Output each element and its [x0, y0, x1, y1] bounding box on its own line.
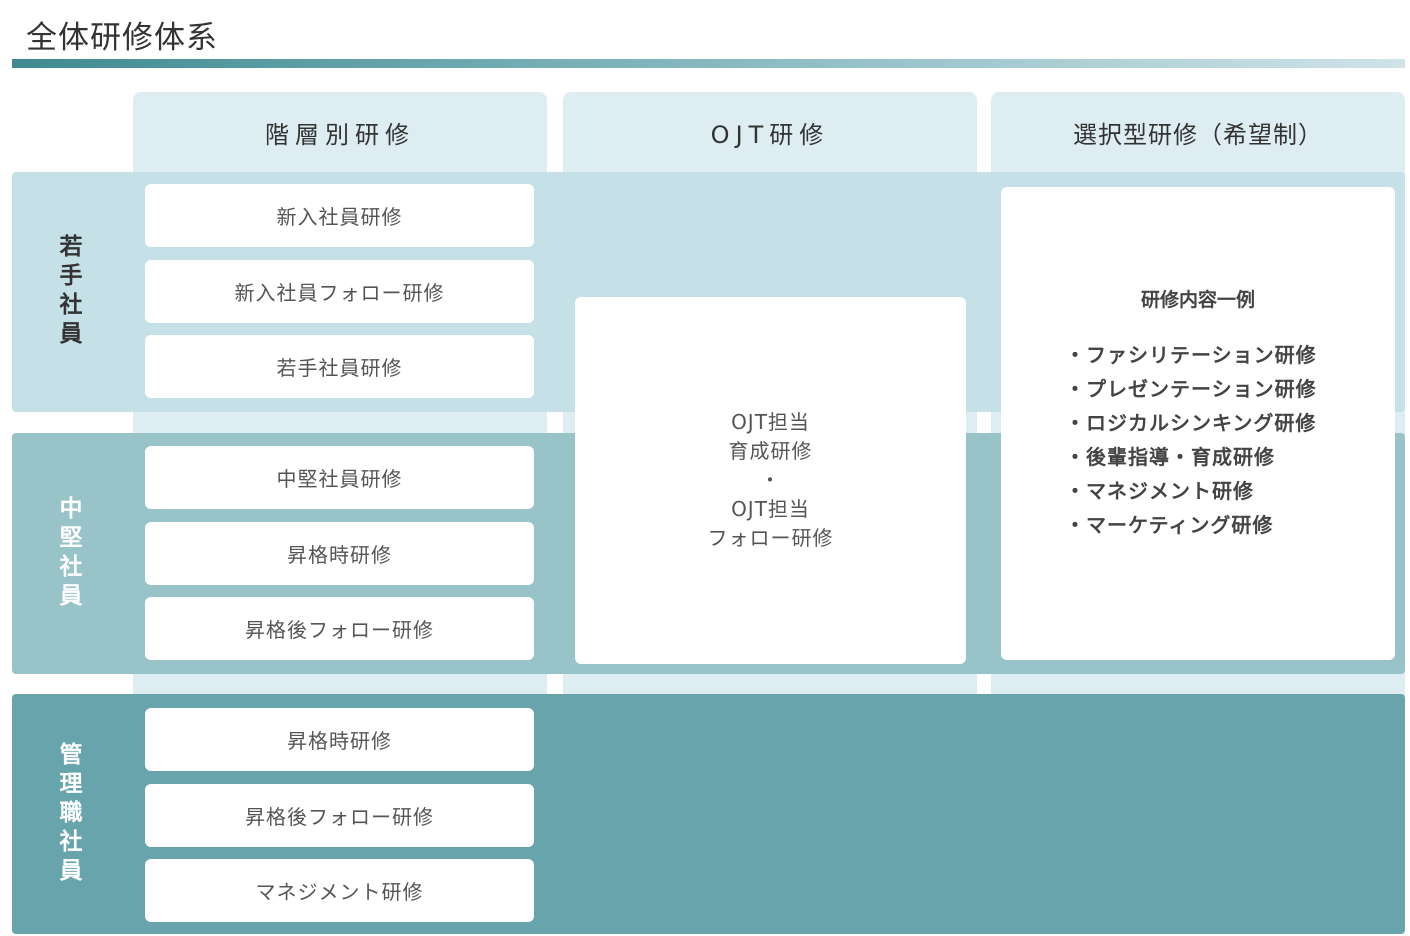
ojt-line: フォロー研修 [707, 526, 834, 550]
ojt-line: OJT担当 [731, 410, 810, 434]
card-mid-3: 昇格後フォロー研修 [145, 597, 534, 660]
ojt-training-box: OJT担当 育成研修 ・ OJT担当 フォロー研修 [575, 297, 966, 664]
card-young-2: 新入社員フォロー研修 [145, 260, 534, 323]
selective-list: ・ファシリテーション研修 ・プレゼンテーション研修 ・ロジカルシンキング研修 ・… [1065, 338, 1317, 542]
column-header-hierarchy: 階層別研修 [265, 120, 415, 149]
row-label-young: 若手社員 [55, 234, 81, 350]
card-manager-1: 昇格時研修 [145, 708, 534, 771]
list-item: ・マネジメント研修 [1065, 479, 1254, 503]
selective-title: 研修内容一例 [1140, 289, 1255, 311]
ojt-line: OJT担当 [731, 497, 810, 521]
row-label-mid: 中堅社員 [55, 495, 81, 612]
column-header-ojt: OJT研修 [710, 120, 830, 149]
list-item: ・後輩指導・育成研修 [1065, 445, 1275, 469]
card-mid-2: 昇格時研修 [145, 522, 534, 585]
page-title: 全体研修体系 [26, 20, 218, 56]
column-header-selective: 選択型研修（希望制） [1073, 120, 1323, 149]
ojt-line: ・ [760, 468, 781, 492]
list-item: ・プレゼンテーション研修 [1065, 377, 1317, 401]
ojt-line: 育成研修 [728, 439, 813, 463]
card-young-1: 新入社員研修 [145, 184, 534, 247]
selective-training-box: 研修内容一例 ・ファシリテーション研修 ・プレゼンテーション研修 ・ロジカルシン… [1001, 187, 1395, 660]
card-mid-1: 中堅社員研修 [145, 446, 534, 509]
card-manager-3: マネジメント研修 [145, 859, 534, 922]
list-item: ・ファシリテーション研修 [1065, 343, 1317, 367]
card-manager-2: 昇格後フォロー研修 [145, 784, 534, 847]
card-young-3: 若手社員研修 [145, 335, 534, 398]
list-item: ・マーケティング研修 [1065, 513, 1274, 537]
list-item: ・ロジカルシンキング研修 [1065, 411, 1317, 435]
row-label-manager: 管理職社員 [55, 741, 81, 887]
title-underline [12, 59, 1405, 68]
